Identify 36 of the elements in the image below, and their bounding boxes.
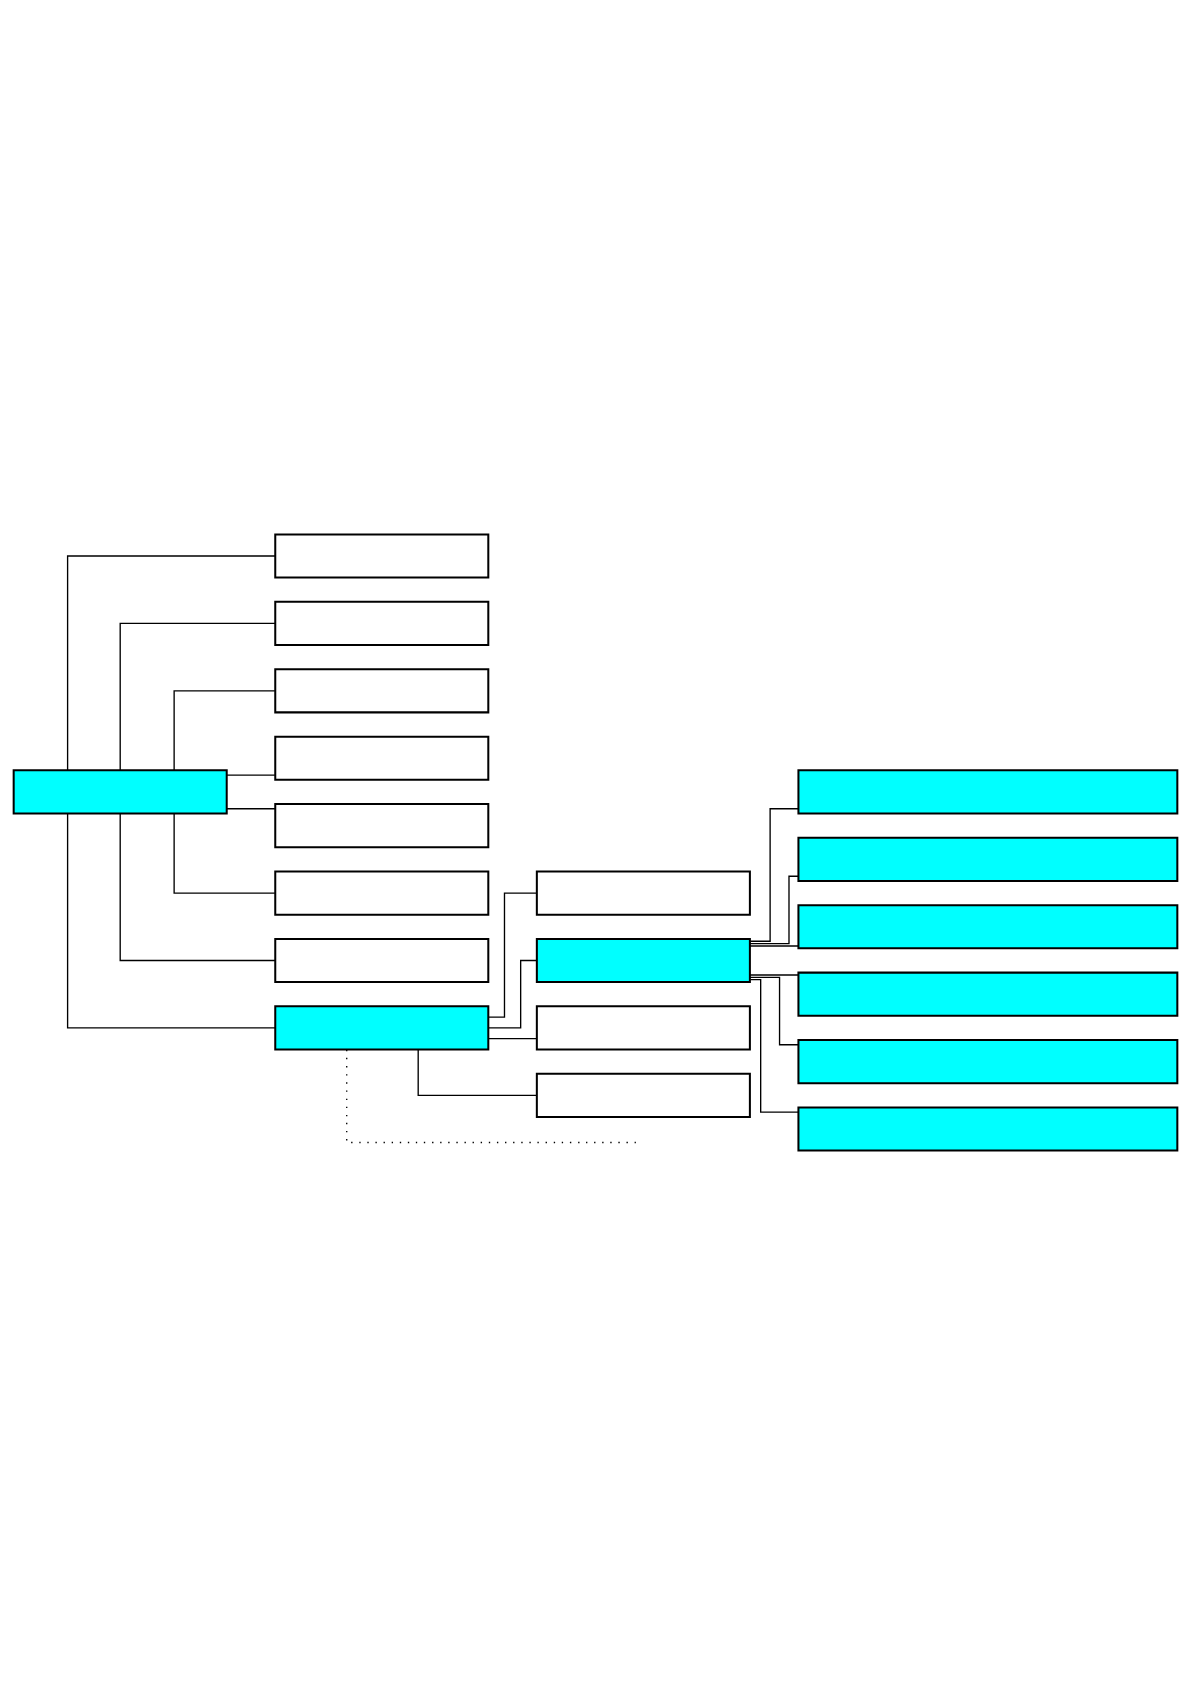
connector: [173, 812, 276, 894]
connector: [226, 773, 276, 776]
node-box: [274, 870, 490, 916]
connector: [119, 622, 276, 771]
connector: [173, 689, 276, 771]
connector: [487, 891, 538, 1018]
node-box: [274, 600, 490, 646]
node-box: [274, 1004, 490, 1050]
node-box: [797, 768, 1179, 814]
node-box: [535, 870, 751, 916]
connector: [66, 812, 276, 1029]
node-box: [274, 667, 490, 713]
node-box: [797, 1105, 1179, 1152]
connector: [749, 973, 799, 976]
connector: [417, 1048, 538, 1096]
node-box: [535, 1004, 751, 1050]
node-box: [797, 836, 1179, 882]
node-box: [535, 1072, 751, 1118]
connector: [749, 875, 799, 944]
connector: [487, 959, 538, 1029]
connector: [749, 978, 799, 1113]
node-box: [535, 937, 751, 983]
connector: [119, 812, 276, 961]
connector: [749, 944, 799, 947]
connector: [66, 554, 276, 771]
connector: [487, 1037, 538, 1039]
node-box: [797, 903, 1179, 949]
node-box: [797, 971, 1179, 1017]
node-box: [12, 768, 228, 814]
node-box: [274, 802, 490, 848]
node-box: [274, 532, 490, 579]
connector: [749, 807, 799, 942]
node-box: [797, 1038, 1179, 1084]
connector: [226, 807, 276, 809]
node-box: [274, 937, 490, 983]
node-box: [274, 735, 490, 781]
